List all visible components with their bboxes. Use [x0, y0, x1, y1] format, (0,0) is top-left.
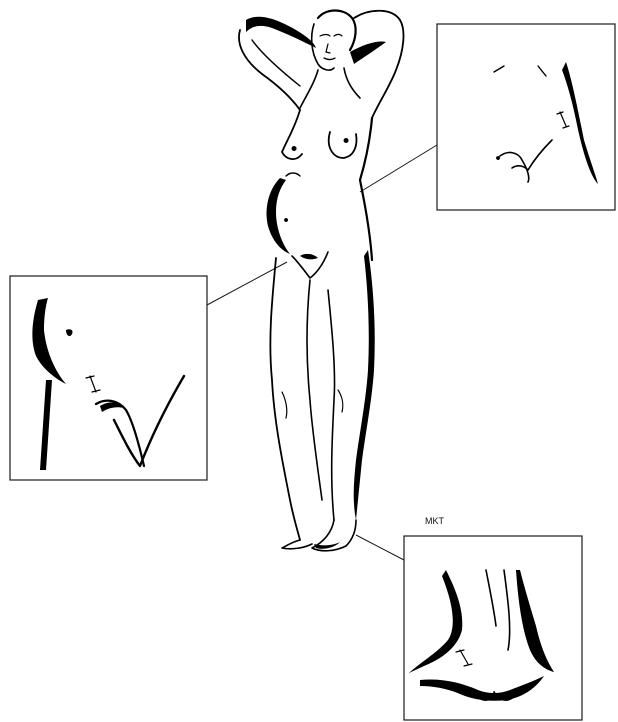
artist-signature: MKT	[425, 516, 444, 526]
left-inset	[10, 276, 207, 480]
leader-line-upper-right	[360, 145, 437, 192]
figure-drawing	[239, 11, 403, 551]
leader-line-lower-right	[356, 535, 404, 560]
lower-right-inset	[404, 536, 582, 720]
upper-right-inset	[437, 24, 615, 210]
